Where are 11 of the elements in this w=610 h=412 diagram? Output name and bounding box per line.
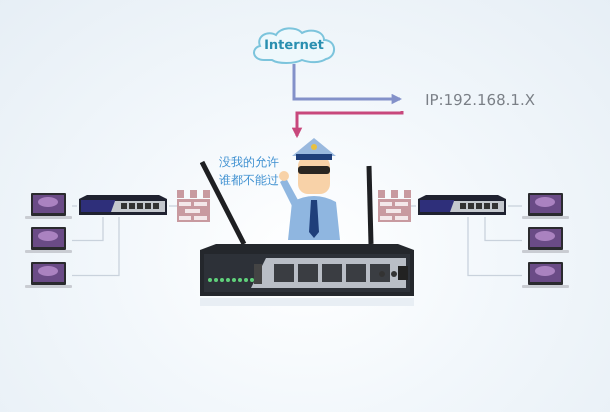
- connector-line: [467, 217, 522, 276]
- cloud-label: Internet: [264, 38, 324, 52]
- arrow: [292, 64, 402, 104]
- connector-line: [484, 217, 522, 242]
- connector-line: [72, 217, 104, 242]
- connector-line: [72, 217, 120, 276]
- connector-line: [72, 205, 77, 207]
- address-label: IP:192.168.1.X: [425, 91, 535, 109]
- connector-line: [508, 205, 522, 207]
- speech-text: 没我的允许谁都不能过: [219, 154, 279, 189]
- arrow: [292, 111, 404, 138]
